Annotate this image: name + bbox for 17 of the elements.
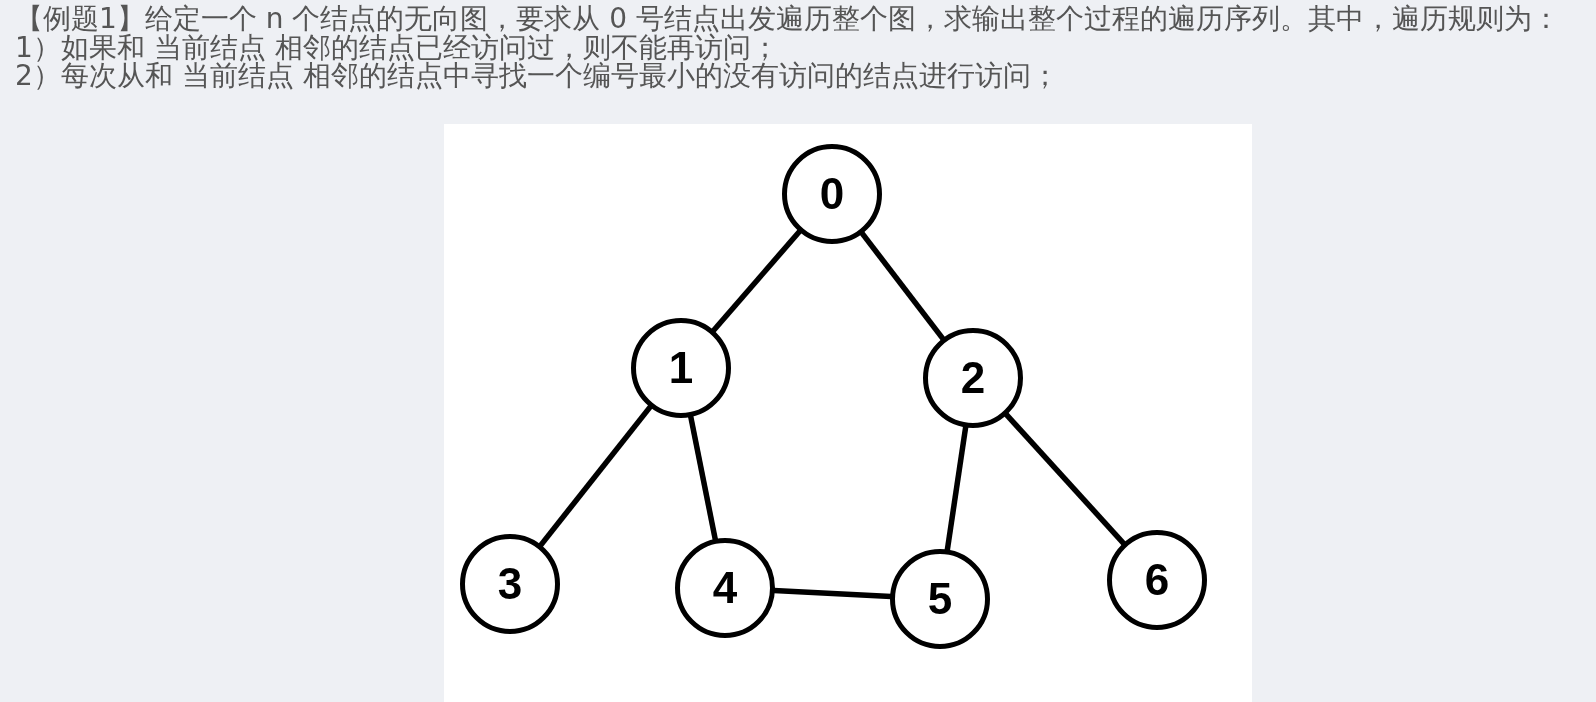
edge-line	[773, 587, 892, 600]
edge-line	[859, 231, 946, 341]
problem-text: 【例题1】给定一个 n 个结点的无向图，要求从 0 号结点出发遍历整个图，求输出整个过程的遍历序列。其中，遍历规则为：	[15, 4, 1560, 33]
edge-line	[687, 415, 719, 541]
edge-line	[538, 404, 653, 548]
problem-text: 2）每次从和 当前结点 相邻的结点中寻找一个编号最小的没有访问的结点进行访问；	[15, 61, 1059, 90]
edge-line	[1003, 412, 1127, 546]
node-number: 4	[712, 566, 738, 610]
node-number: 5	[927, 577, 953, 621]
node-number: 1	[668, 346, 694, 390]
problem-text: 1）如果和 当前结点 相邻的结点已经访问过，则不能再访问；	[15, 33, 779, 62]
node-number: 3	[497, 562, 523, 606]
edge-line	[944, 426, 969, 551]
node-number: 6	[1144, 558, 1170, 602]
edge-line	[711, 229, 802, 333]
node-number: 0	[819, 172, 845, 216]
node-number: 2	[960, 356, 986, 400]
